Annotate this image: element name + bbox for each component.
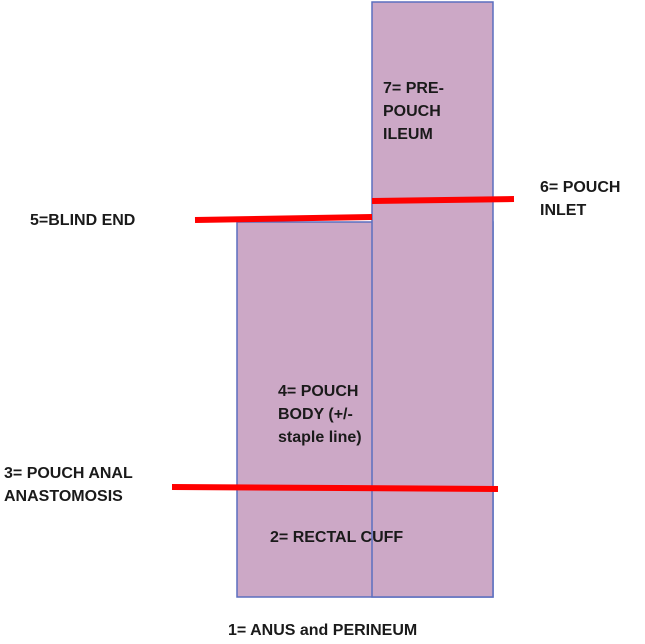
- anus-perineum-label: 1= ANUS and PERINEUM: [228, 622, 418, 639]
- pouch-inlet-marker: [371, 196, 515, 204]
- pouch-anal-anastomosis-marker: [171, 484, 499, 492]
- blind-end-marker: [194, 214, 373, 223]
- rectal-cuff-label: 2= RECTAL CUFF: [270, 529, 404, 546]
- pre-pouch-ileum-region: [371, 1, 494, 598]
- pouch-inlet-label: 6= POUCH INLET: [540, 179, 621, 219]
- blind-end-label: 5=BLIND END: [30, 212, 136, 229]
- pre-pouch-ileum-label: 7= PRE- POUCH ILEUM: [383, 80, 444, 143]
- pouch-anal-anastomosis-label: 3= POUCH ANAL ANASTOMOSIS: [4, 465, 133, 505]
- pouch-body-label: 4= POUCH BODY (+/- staple line): [278, 383, 362, 446]
